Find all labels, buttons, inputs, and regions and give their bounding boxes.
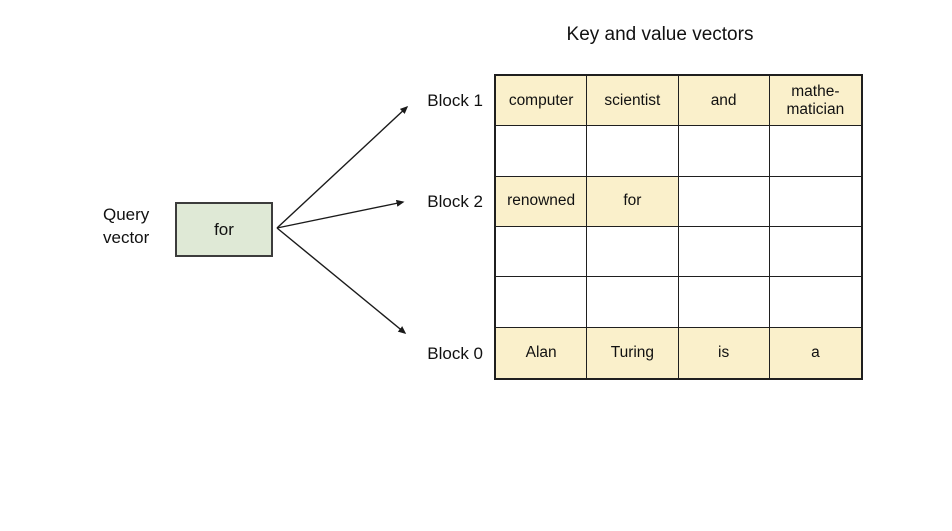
kv-cell: for [587,176,679,227]
kv-cell [678,277,770,328]
kv-cell [769,126,861,177]
kv-cell [496,277,588,328]
kv-cell: Turing [587,327,679,378]
query-vector-box: for [175,202,273,257]
kv-cell [678,176,770,227]
query-token: for [214,219,234,239]
block-label-1: Block 1 [427,91,483,110]
kv-cell: and [678,76,770,127]
kv-cell [769,176,861,227]
kv-cell: renowned [496,176,588,227]
block-label-0: Block 0 [427,344,483,363]
block-label-2: Block 2 [427,192,483,211]
kv-cell [587,226,679,278]
kv-cell: computer [496,76,588,127]
kv-cell [587,277,679,328]
arrow-to-block-0 [276,227,407,334]
kv-cell: scientist [587,76,679,127]
query-vector-label: Query vector [103,205,150,247]
kv-cell: a [769,327,861,378]
kv-cell [678,126,770,177]
kv-cell: mathe-matician [769,76,861,127]
kv-cell [587,126,679,177]
kv-cell: is [678,327,770,378]
kv-cell [769,277,861,328]
kv-cell: Alan [496,327,588,378]
kv-cell [496,126,588,177]
kv-cell [769,226,861,278]
diagram-title: Key and value vectors [566,24,754,45]
kv-cell [678,226,770,278]
kv-cell [496,226,588,278]
